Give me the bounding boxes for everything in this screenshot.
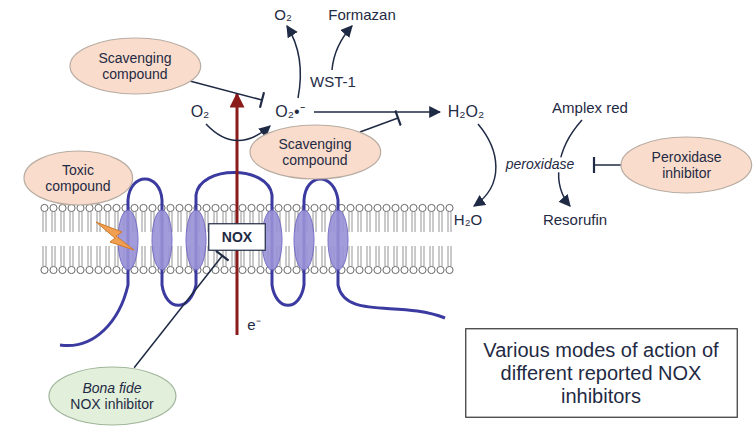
node-text-group: Toxic compound bbox=[43, 162, 113, 194]
toxic-compound: Toxic compound bbox=[23, 150, 134, 206]
node-label: Peroxidase inhibitor bbox=[644, 149, 730, 181]
node-text-group: Peroxidase inhibitor bbox=[644, 149, 730, 181]
reagent-label: WST-1 bbox=[308, 74, 358, 91]
species-label: O₂ bbox=[272, 7, 294, 24]
node-label: Toxic compound bbox=[43, 162, 113, 194]
node-label: Scavenging compound bbox=[272, 136, 358, 168]
species-label: O₂ bbox=[189, 103, 212, 121]
product-label: Resorufin bbox=[541, 212, 609, 229]
amplex-cycle-arrow bbox=[474, 124, 496, 206]
lightning-bolt bbox=[96, 222, 134, 250]
node-label: Bona fide bbox=[70, 380, 153, 396]
inhibition-line bbox=[186, 80, 262, 100]
wst-cycle-arrow bbox=[332, 26, 352, 70]
node-label: NOX bbox=[222, 229, 252, 245]
transmembrane-helices bbox=[118, 210, 348, 270]
node-text-group: Scavenging compound bbox=[272, 136, 358, 168]
wst-cycle-arrow bbox=[287, 26, 300, 98]
node-text-group: Various modes of action of different rep… bbox=[476, 339, 726, 408]
node-text-group: Scavenging compound bbox=[92, 50, 178, 82]
electron-label: e⁻ bbox=[245, 317, 262, 334]
node-label: NOX inhibitor bbox=[70, 396, 153, 412]
peroxidase-inhibitor: Peroxidase inhibitor bbox=[620, 136, 753, 194]
electron-flow-arrow bbox=[236, 94, 239, 335]
inhibition-line bbox=[360, 118, 398, 132]
caption-box: Various modes of action of different rep… bbox=[465, 328, 738, 418]
node-label: Various modes of action of different rep… bbox=[476, 339, 726, 408]
enzyme-label: peroxidase bbox=[504, 157, 577, 172]
reagent-label: Amplex red bbox=[550, 100, 630, 117]
node-label: Scavenging compound bbox=[92, 50, 178, 82]
nox-protein-chain bbox=[60, 173, 445, 346]
scavenging-compound: Scavenging compound bbox=[69, 37, 202, 95]
species-label: O₂•⁻ bbox=[273, 103, 306, 121]
nox-enzyme: NOX bbox=[208, 223, 266, 251]
dismutation-arrow bbox=[314, 111, 440, 113]
scavenging-compound: Scavenging compound bbox=[249, 124, 382, 180]
node-text-group: NOX bbox=[222, 229, 252, 245]
lipid-bilayer bbox=[40, 203, 454, 275]
species-label: Formazan bbox=[326, 7, 398, 24]
species-label: H₂O₂ bbox=[446, 103, 486, 121]
inhibition-connector bbox=[134, 256, 222, 368]
node-text-group: Bona fideNOX inhibitor bbox=[70, 380, 153, 412]
bona-fide-inhibitor: Bona fideNOX inhibitor bbox=[48, 366, 177, 426]
species-label: H₂O bbox=[452, 212, 484, 229]
